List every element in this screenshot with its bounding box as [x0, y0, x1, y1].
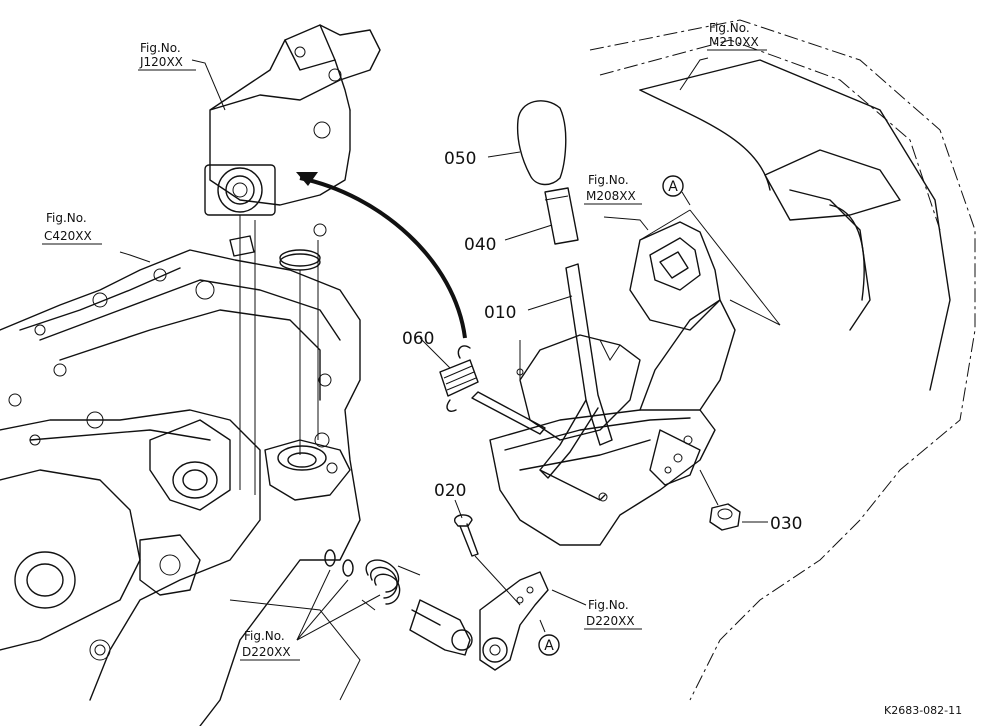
- figref-m210: M210XX: [709, 35, 759, 49]
- figref-j120-caption: Fig.No.: [140, 41, 181, 55]
- figref-d220-right-caption: Fig.No.: [588, 598, 629, 612]
- connection-arrow: [296, 172, 467, 339]
- flange-nut: [699, 469, 741, 531]
- figure-references: Fig.No. J120XX Fig.No. M210XX Fig.No. M2…: [42, 21, 767, 661]
- figref-d220-right: D220XX: [586, 614, 635, 628]
- figref-m210-caption: Fig.No.: [709, 21, 750, 35]
- lever-knob: [516, 100, 567, 186]
- lever-bracket: [489, 299, 736, 546]
- shift-guide: [629, 209, 781, 331]
- marker-a-bottom: A: [544, 638, 554, 654]
- part-labels: 050 040 010 060 020 030: [402, 149, 802, 534]
- marker-a-bottom-circle: [538, 634, 560, 656]
- figref-m208: M208XX: [586, 189, 636, 203]
- marker-a-top: A: [668, 179, 678, 195]
- return-spring: [439, 345, 546, 435]
- part-label-060: 060: [402, 329, 434, 349]
- leader-lines: [119, 57, 768, 641]
- part-label-040: 040: [464, 235, 496, 255]
- reference-markers: A A: [538, 175, 684, 656]
- figref-d220-left: D220XX: [242, 645, 291, 659]
- shift-lever: [539, 263, 621, 479]
- selector-shaft: [324, 549, 473, 656]
- marker-a-top-circle: [662, 175, 684, 197]
- drawing-code: K2683-082-11: [884, 704, 962, 717]
- figref-d220-left-caption: Fig.No.: [244, 629, 285, 643]
- fender-housing: [589, 19, 976, 701]
- transmission-case: [0, 249, 361, 726]
- bracket-arm: [454, 514, 549, 671]
- figref-j120: J120XX: [139, 55, 183, 69]
- lever-sleeve: [544, 187, 579, 245]
- part-label-020: 020: [434, 481, 466, 501]
- figref-c420-caption: Fig.No.: [46, 211, 87, 225]
- valve-block: [204, 24, 381, 495]
- part-label-050: 050: [444, 149, 476, 169]
- part-label-030: 030: [770, 514, 802, 534]
- part-label-010: 010: [484, 303, 516, 323]
- figref-m208-caption: Fig.No.: [588, 173, 629, 187]
- figref-c420: C420XX: [44, 229, 92, 243]
